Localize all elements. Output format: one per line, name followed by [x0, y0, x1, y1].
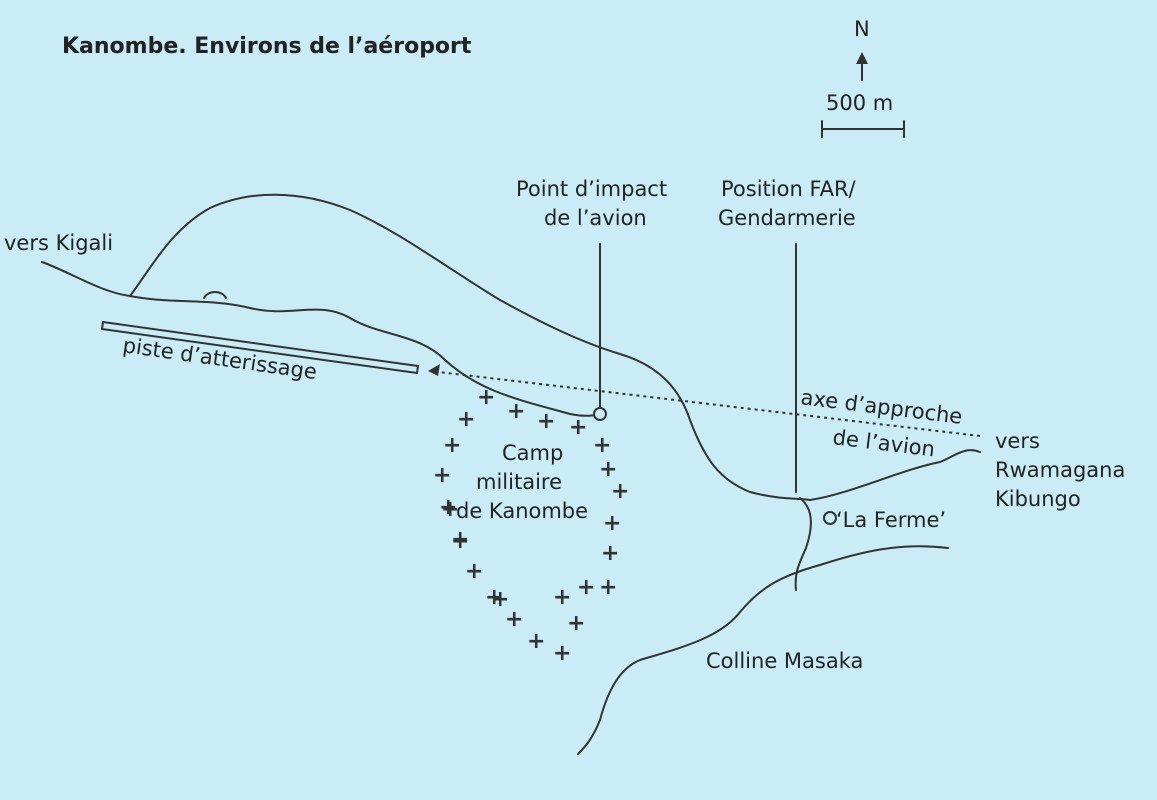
camp-boundary-marker: + [485, 585, 503, 610]
far-label-1: Position FAR/ [721, 177, 857, 201]
map-title: Kanombe. Environs de l’aéroport [62, 34, 472, 59]
camp-boundary-marker: + [569, 415, 587, 440]
camp-boundary-marker: + [465, 559, 483, 584]
vers-east-label-3: Kibungo [995, 487, 1081, 511]
la-ferme-label: ‘La Ferme’ [836, 508, 946, 532]
approach-arrowhead [428, 364, 440, 376]
camp-label-1: Camp [502, 441, 563, 465]
camp-boundary-marker: + [433, 463, 451, 488]
camp-boundary-marker: + [603, 511, 621, 536]
runway [100, 320, 420, 375]
camp-boundary-marker: + [457, 407, 475, 432]
ridge-bump [203, 291, 227, 299]
scale-label: 500 m [826, 91, 893, 115]
camp-boundary-marker: + [527, 629, 545, 654]
far-label-2: Gendarmerie [718, 206, 856, 230]
camp-label-3: de Kanombe [456, 499, 588, 523]
road-south [794, 497, 812, 591]
north-label: N [854, 17, 870, 41]
north-arrow: N [854, 17, 870, 81]
camp-boundary-marker: + [441, 497, 459, 522]
scale-bar: 500 m [821, 91, 905, 138]
impact-point-marker [593, 407, 607, 421]
impact-label-1: Point d’impact [516, 177, 667, 201]
camp-boundary-marker: + [599, 575, 617, 600]
camp-boundary-marker: + [599, 457, 617, 482]
camp-boundary-marker: + [593, 433, 611, 458]
camp-boundary-marker: + [601, 541, 619, 566]
camp-boundary-marker: + [507, 399, 525, 424]
road-masaka [577, 545, 949, 755]
camp-boundary-marker: + [577, 575, 595, 600]
vers-east-label-2: Rwamagana [995, 458, 1125, 482]
vers-kigali-label: vers Kigali [4, 231, 113, 255]
camp-label-2: militaire [476, 470, 562, 494]
camp-boundary-marker: + [505, 607, 523, 632]
camp-boundary-marker: + [537, 409, 555, 434]
vers-east-label-1: vers [995, 429, 1040, 453]
camp-boundary-marker: + [553, 585, 571, 610]
camp-boundary-marker: + [451, 529, 469, 554]
camp-boundary-marker: + [491, 587, 509, 612]
camp-boundary: ++++++++++++++++++++++++++ [433, 385, 629, 666]
camp-boundary-marker: + [443, 433, 461, 458]
colline-masaka-label: Colline Masaka [706, 649, 863, 673]
camp-boundary-marker: + [439, 495, 457, 520]
camp-boundary-marker: + [553, 641, 571, 666]
camp-boundary-marker: + [611, 479, 629, 504]
ridge-line [129, 193, 981, 501]
approach-axis [429, 370, 981, 437]
camp-boundary-marker: + [451, 527, 469, 552]
camp-boundary-marker: + [567, 611, 585, 636]
la-ferme-marker [823, 511, 837, 525]
impact-label-2: de l’avion [544, 206, 647, 230]
camp-boundary-marker: + [477, 385, 495, 410]
